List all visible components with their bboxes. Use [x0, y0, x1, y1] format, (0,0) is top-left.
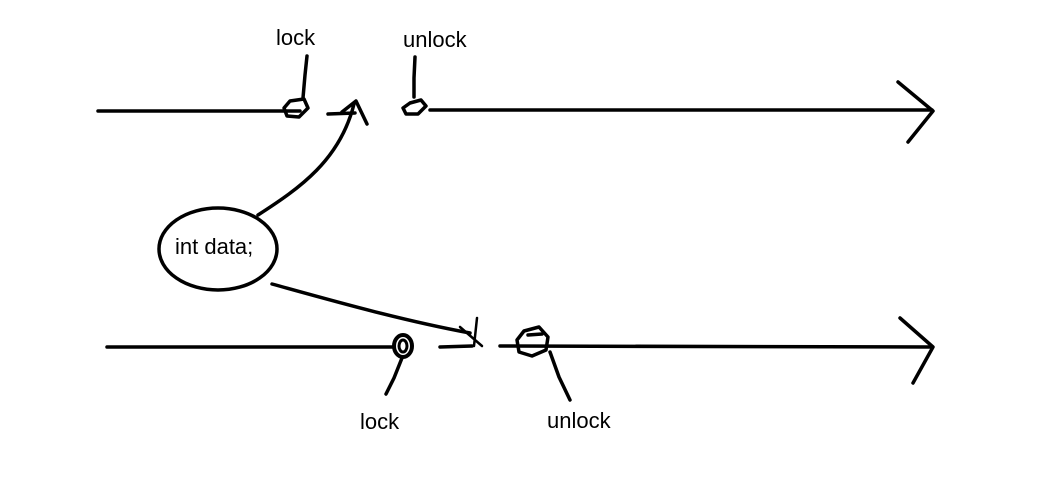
- access-arrow-bottom: [270, 282, 472, 335]
- timeline-top-lock-label: lock: [276, 25, 316, 50]
- timeline-bottom-arrowhead: [898, 316, 935, 385]
- shared-variable-ellipse: [157, 206, 279, 292]
- timeline-top-lock-leader: [301, 54, 309, 100]
- timeline-bottom-lock-label: lock: [360, 409, 400, 434]
- timeline-bottom-lock-marker: [392, 333, 414, 359]
- timeline-top-access-arrowhead: [340, 99, 369, 126]
- timeline-bottom-lock-leader: [384, 356, 404, 396]
- timeline-top-unlock-label: unlock: [403, 27, 468, 52]
- access-arrow-top: [256, 102, 356, 217]
- timeline-top: lock unlock: [96, 25, 935, 144]
- timeline-top-unlock-marker: [401, 98, 428, 116]
- timeline-top-unlock-leader: [412, 55, 417, 99]
- timeline-bottom-unlock-marker: [515, 325, 550, 358]
- timeline-bottom-unlock-label: unlock: [547, 408, 612, 433]
- timeline-bottom: lock unlock: [105, 316, 935, 434]
- timeline-bottom-unlock-leader: [548, 350, 572, 402]
- timeline-bottom-axis: [105, 344, 934, 349]
- shared-variable-label: int data;: [175, 234, 253, 259]
- timeline-top-axis: [96, 108, 934, 116]
- timeline-top-lock-marker: [282, 97, 310, 119]
- timeline-top-arrowhead: [896, 80, 935, 144]
- shared-variable: int data;: [157, 206, 279, 292]
